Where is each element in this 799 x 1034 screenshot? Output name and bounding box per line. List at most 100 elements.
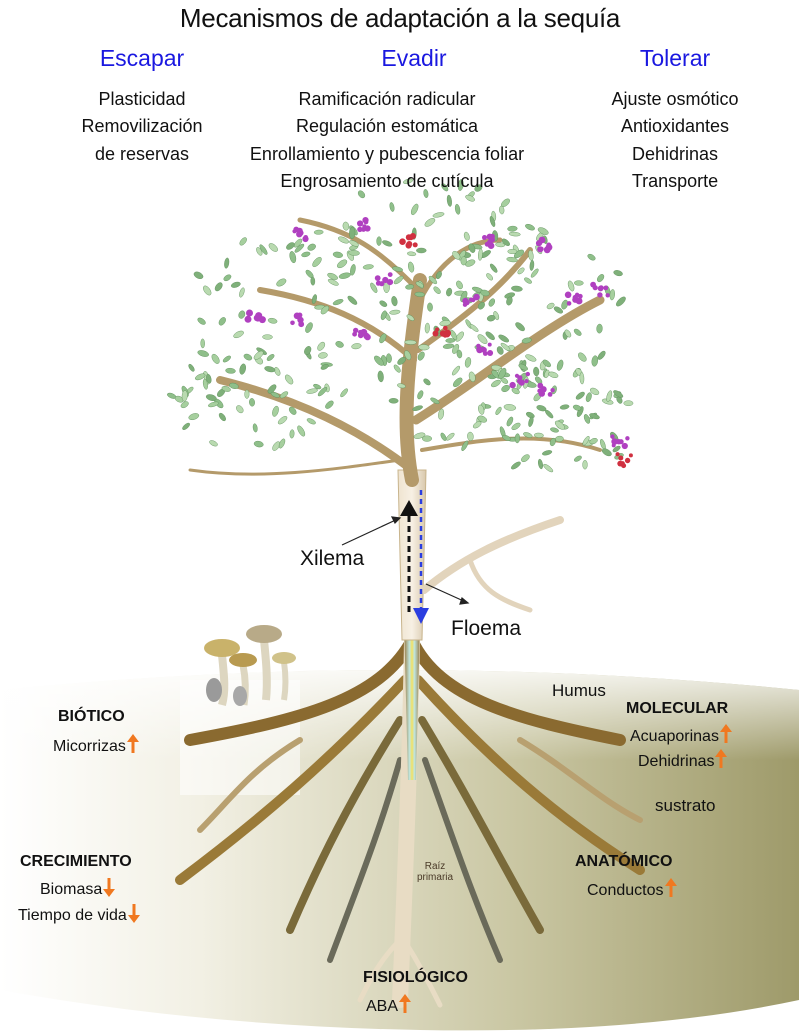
- leaf: [416, 247, 427, 254]
- phloem-label: Floema: [451, 617, 522, 640]
- leaf: [348, 250, 360, 256]
- leaf: [253, 350, 264, 360]
- leaf: [386, 353, 392, 363]
- leaf: [357, 190, 366, 199]
- leaf: [181, 390, 188, 402]
- growth-title: CRECIMIENTO: [20, 853, 132, 870]
- leaves: [167, 178, 634, 473]
- leaf: [587, 253, 596, 261]
- berry: [405, 234, 412, 241]
- leaf: [304, 346, 312, 355]
- leaf: [445, 432, 455, 441]
- leaf: [279, 391, 289, 399]
- leaf: [332, 251, 343, 258]
- leaf: [306, 418, 316, 425]
- leaf: [413, 432, 426, 439]
- leaf: [297, 425, 306, 437]
- berry: [615, 452, 620, 457]
- leaf: [596, 323, 603, 334]
- flower: [246, 309, 253, 317]
- flower: [487, 239, 493, 246]
- leaf: [468, 371, 476, 382]
- leaf: [288, 406, 297, 415]
- xylem-arrow: [400, 500, 418, 612]
- leaf: [380, 310, 387, 321]
- leaf: [501, 198, 510, 207]
- leaf: [460, 256, 467, 266]
- leaf: [486, 273, 493, 281]
- leaf: [404, 339, 417, 345]
- leaf: [446, 194, 452, 207]
- leaf: [606, 390, 613, 402]
- flower: [294, 313, 301, 319]
- leaf: [461, 440, 469, 452]
- flower: [244, 315, 252, 323]
- leaf: [379, 333, 387, 344]
- flower: [292, 229, 297, 234]
- leaf: [528, 250, 534, 261]
- flower: [605, 293, 610, 298]
- leaf: [335, 341, 344, 348]
- leaf: [613, 390, 624, 398]
- leaf: [214, 282, 223, 292]
- leaf: [188, 413, 200, 421]
- leaf: [405, 284, 414, 290]
- tolerar-item: Dehidrinas: [631, 144, 719, 164]
- flower: [547, 392, 553, 397]
- leaf: [262, 334, 273, 340]
- leaf: [533, 366, 540, 377]
- leaf: [561, 299, 569, 310]
- flower: [471, 297, 476, 303]
- xylem-label: Xilema: [300, 547, 365, 570]
- leaf: [391, 296, 398, 307]
- leaf: [272, 441, 281, 451]
- leaf: [223, 274, 232, 282]
- flower: [357, 220, 364, 227]
- leaf: [553, 306, 563, 314]
- leaf: [207, 401, 219, 408]
- leaf: [239, 237, 247, 246]
- leaf: [244, 389, 250, 399]
- leaf: [289, 429, 295, 439]
- flower: [597, 292, 603, 298]
- leaf: [388, 398, 399, 404]
- leaf: [382, 240, 393, 247]
- leaf: [243, 353, 253, 361]
- leaf: [221, 385, 231, 392]
- leaf: [306, 388, 318, 394]
- heading-evadir: Evadir: [381, 45, 447, 71]
- leaf: [415, 281, 424, 288]
- molecular-item: Acuaporinas: [630, 724, 732, 746]
- trend-up-icon: [126, 734, 139, 754]
- leaf: [272, 405, 279, 417]
- leaf: [538, 458, 543, 470]
- physiologic-item: ABA: [366, 994, 412, 1016]
- escapar-item: Plasticidad: [98, 89, 186, 109]
- berry: [443, 325, 448, 331]
- flower: [386, 279, 394, 286]
- leaf: [347, 295, 358, 305]
- trend-up-icon: [719, 724, 732, 744]
- flower: [375, 280, 381, 286]
- leaf: [180, 401, 189, 409]
- anatomic-title: ANATÓMICO: [575, 853, 673, 870]
- berry: [405, 242, 412, 249]
- leaf: [397, 356, 406, 365]
- tolerar-item: Antioxidantes: [620, 116, 730, 136]
- leaf: [430, 397, 440, 405]
- flower: [363, 219, 369, 225]
- leaf: [205, 394, 217, 401]
- leaf: [498, 334, 510, 343]
- flower: [537, 382, 544, 389]
- leaf: [534, 432, 544, 438]
- flower: [290, 320, 295, 326]
- leaf: [294, 243, 305, 253]
- leaf: [452, 343, 460, 354]
- leaf: [252, 423, 258, 433]
- leaf: [218, 317, 226, 326]
- leaf: [233, 330, 244, 339]
- flower: [545, 243, 553, 251]
- leaf: [418, 344, 430, 351]
- berry: [624, 457, 631, 464]
